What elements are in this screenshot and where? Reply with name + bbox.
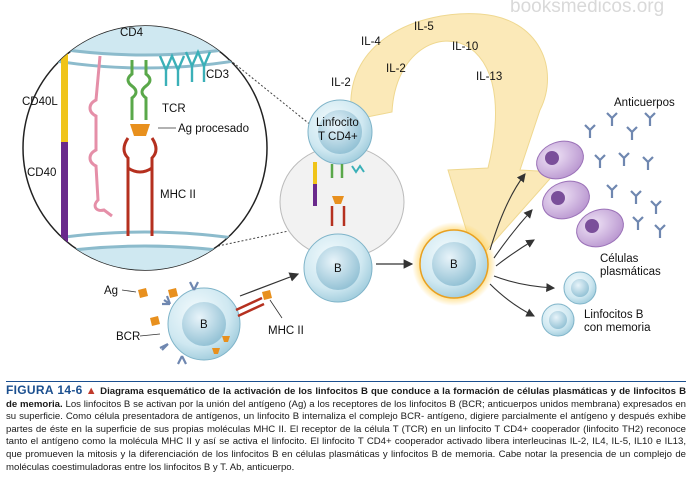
apc-b-cell: B <box>159 281 272 365</box>
tb-cell-pair: Linfocito T CD4+ B <box>279 99 405 303</box>
plasma-cells <box>536 140 624 248</box>
cd3-molecule <box>158 48 212 86</box>
memory-b-cells <box>541 271 597 337</box>
antibodies <box>584 112 666 238</box>
cytokine-il2-b: IL-2 <box>386 63 406 75</box>
cytokine-il13: IL-13 <box>476 71 502 83</box>
label-cd40: CD40 <box>27 167 56 179</box>
label-linfocito-t-1: Linfocito <box>316 117 359 129</box>
cytokine-il4: IL-4 <box>361 36 381 48</box>
free-antigens <box>138 288 178 326</box>
triangle-icon: ▲ <box>85 385 98 397</box>
label-ag-procesado: Ag procesado <box>178 123 249 135</box>
label-b-activated: B <box>450 259 458 271</box>
plasma-cell <box>576 208 624 248</box>
label-memoria-2: con memoria <box>584 322 651 334</box>
tcr-molecule <box>126 60 152 120</box>
figure-body: Los linfocitos B se activan por la unión… <box>6 398 686 473</box>
zoom-circle: CD4 CD40L CD40 CD3 TCR Ag procesado MHC … <box>22 25 268 271</box>
label-memoria-1: Linfocitos B <box>584 309 644 321</box>
cd40-molecule <box>61 142 68 250</box>
label-celulas-1: Células <box>600 253 639 265</box>
label-bcr: BCR <box>116 331 140 343</box>
label-cd3: CD3 <box>206 69 229 81</box>
cytokine-il2-a: IL-2 <box>331 77 351 89</box>
label-mhc-ii-zoom: MHC II <box>160 189 196 201</box>
cytokine-il5: IL-5 <box>414 21 434 33</box>
mhc-ii-molecule <box>122 137 158 236</box>
figure-title: Diagrama esquemático de la activación de… <box>6 386 687 410</box>
label-linfocito-t-2: T CD4+ <box>318 131 358 143</box>
cytokine-list: IL-2 IL-4 IL-5 IL-10 IL-13 IL-2 <box>331 21 502 89</box>
cd4-molecule <box>88 55 113 218</box>
label-b-center: B <box>334 263 342 275</box>
figure-number: FIGURA 14-6 <box>6 383 83 397</box>
activated-b-cell: B <box>412 222 496 306</box>
plasma-cell <box>536 140 584 180</box>
differentiation-arrows <box>489 173 556 317</box>
label-b-apc: B <box>200 319 208 331</box>
diagram-canvas: booksmedicos.org IL-2 IL-4 IL-5 IL-10 IL… <box>22 0 675 365</box>
watermark: booksmedicos.org <box>510 0 664 17</box>
label-tcr: TCR <box>162 103 186 115</box>
processed-antigen <box>130 124 150 136</box>
label-mhc-ii-apc: MHC II <box>268 325 304 337</box>
plasma-cell <box>542 180 590 220</box>
cytokine-il10: IL-10 <box>452 41 478 53</box>
label-celulas-2: plasmáticas <box>600 266 661 278</box>
label-ag: Ag <box>104 285 118 297</box>
label-anticuerpos: Anticuerpos <box>614 97 675 109</box>
label-cd4: CD4 <box>120 27 144 39</box>
zoom-line-top <box>229 59 313 127</box>
label-cd40l: CD40L <box>22 96 58 108</box>
figure-caption: FIGURA 14-6 ▲ Diagrama esquemático de la… <box>6 381 687 474</box>
cytokine-arrow <box>350 13 558 263</box>
cd40l-molecule <box>61 42 68 142</box>
